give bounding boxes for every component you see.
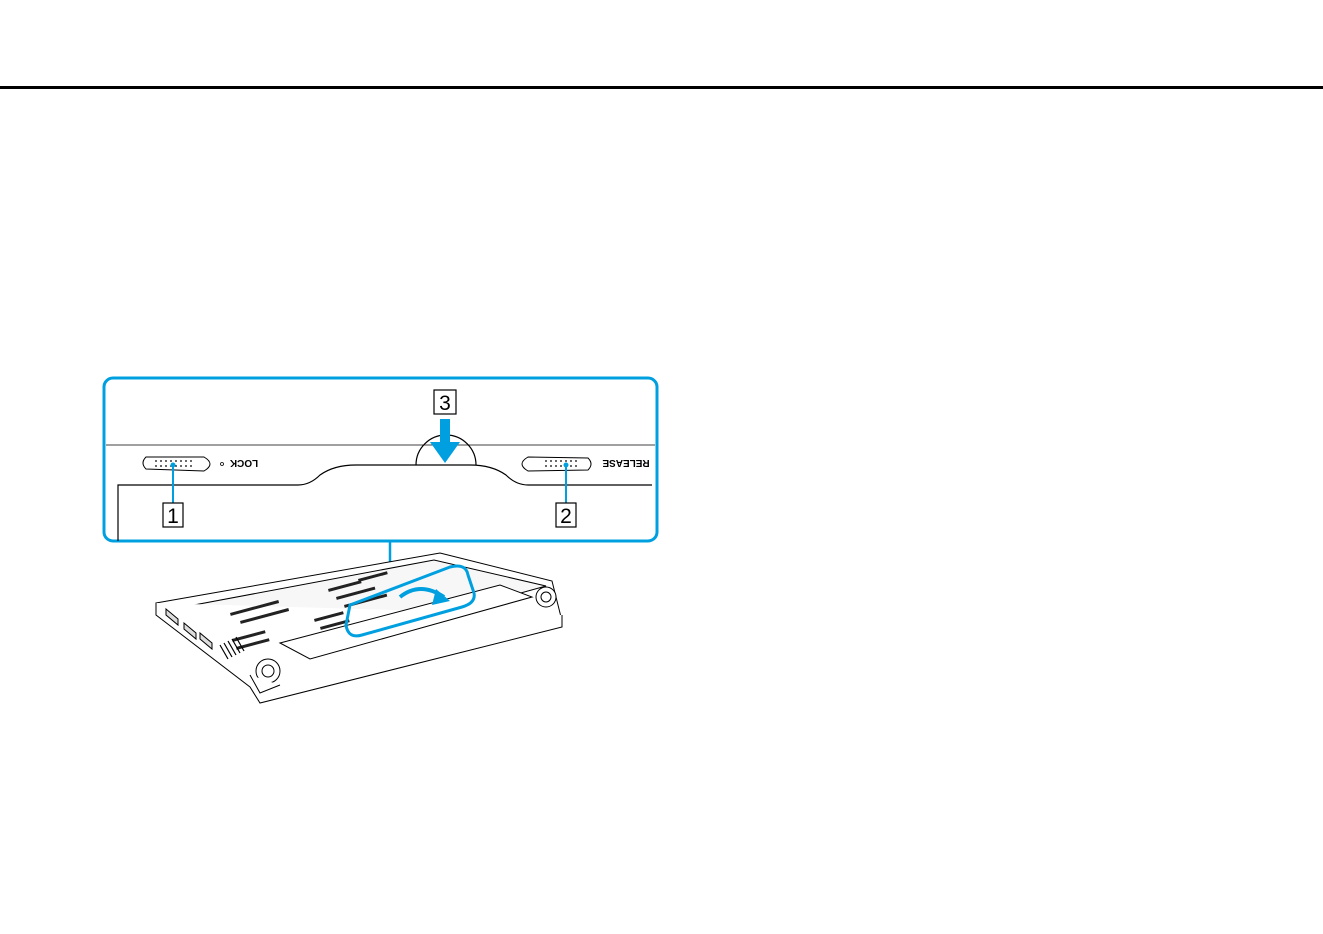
release-label: RELEASE bbox=[602, 457, 650, 468]
release-switch: RELEASE bbox=[522, 457, 650, 471]
callout-1-number: 1 bbox=[167, 505, 179, 528]
callout-3-number: 3 bbox=[439, 392, 451, 415]
battery-illustration: LOCK RELEASE 1 2 3 bbox=[100, 375, 662, 705]
battery-release-figure: LOCK RELEASE 1 2 3 bbox=[100, 375, 662, 705]
header-rule bbox=[0, 86, 1323, 89]
laptop-bottom-view bbox=[156, 553, 562, 703]
lock-switch: LOCK bbox=[143, 457, 258, 471]
lock-label: LOCK bbox=[229, 457, 258, 468]
callout-2-number: 2 bbox=[560, 505, 572, 528]
